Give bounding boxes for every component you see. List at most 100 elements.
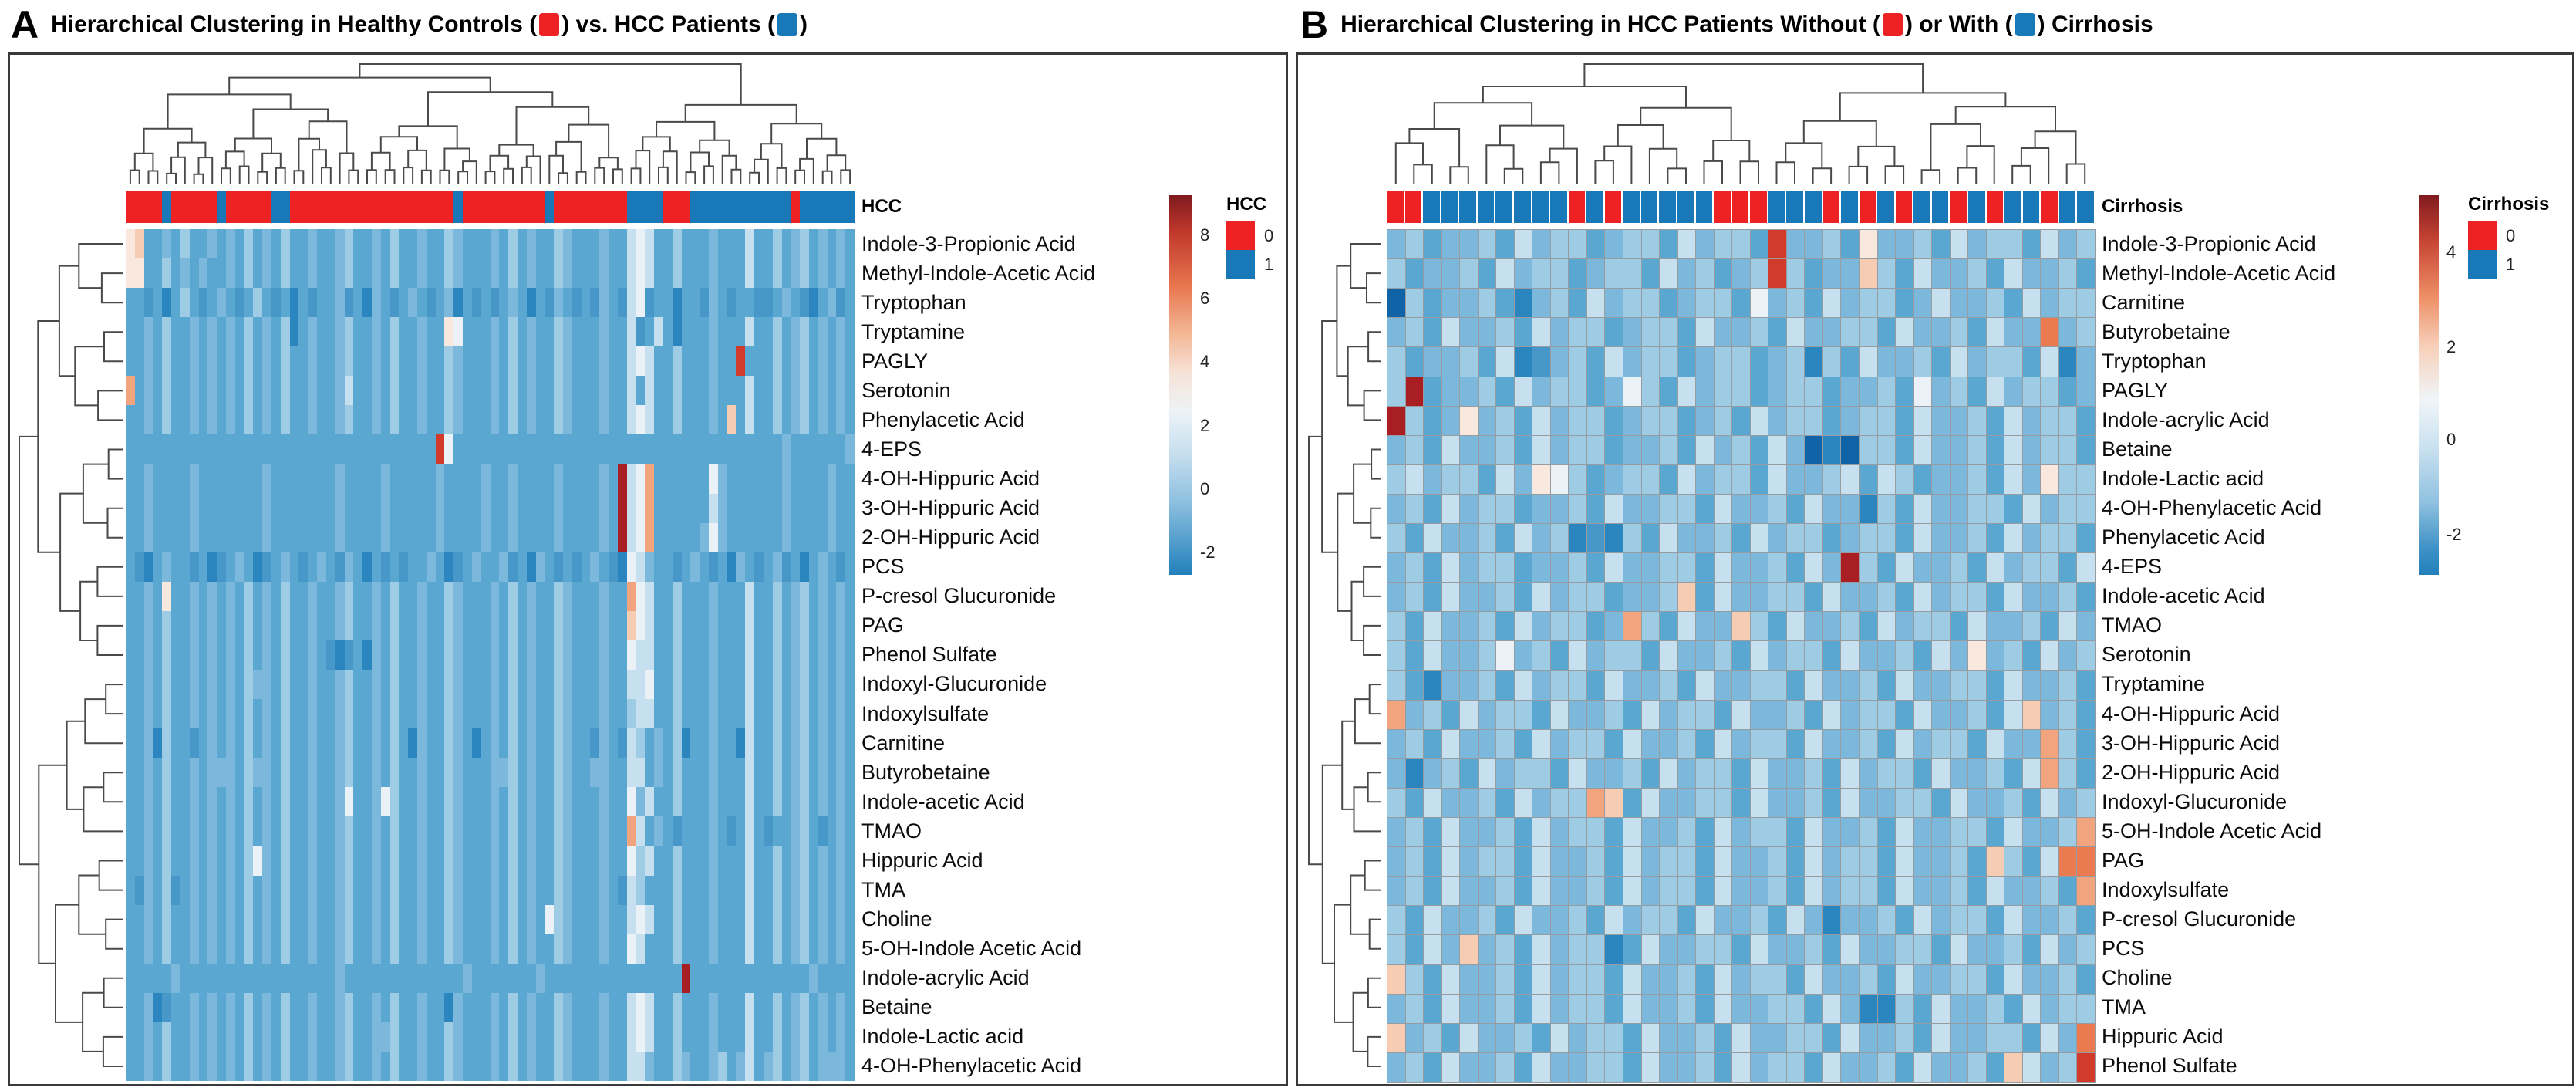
heatmap-cell bbox=[700, 434, 709, 464]
heatmap-cell bbox=[244, 992, 254, 1022]
heatmap-cell bbox=[1750, 847, 1768, 877]
heatmap-cell bbox=[225, 963, 235, 993]
heatmap-cell bbox=[1877, 583, 1896, 612]
heatmap-cell bbox=[727, 258, 737, 289]
heatmap-cell bbox=[1786, 877, 1805, 906]
heatmap-cell bbox=[1478, 700, 1496, 729]
heatmap-cell bbox=[1660, 994, 1677, 1023]
heatmap-cell bbox=[371, 464, 381, 494]
heatmap-cell bbox=[1623, 877, 1641, 906]
heatmap-cell bbox=[526, 934, 536, 964]
annotation-cell bbox=[717, 191, 727, 223]
heatmap-cell bbox=[453, 699, 464, 729]
heatmap-cell bbox=[189, 405, 199, 435]
heatmap-cell bbox=[162, 758, 172, 788]
heatmap-cell bbox=[681, 522, 691, 552]
heatmap-cell bbox=[2004, 877, 2022, 906]
heatmap-cell bbox=[808, 493, 818, 523]
heatmap-cell bbox=[1805, 230, 1822, 259]
heatmap-cell bbox=[709, 846, 718, 876]
heatmap-cell bbox=[1913, 1052, 1932, 1082]
heatmap-cell bbox=[599, 992, 609, 1022]
heatmap-cell bbox=[380, 1051, 390, 1081]
heatmap-cell bbox=[1877, 994, 1896, 1023]
colorbar-tick-label: 8 bbox=[1200, 225, 1210, 245]
heatmap-cell bbox=[325, 229, 335, 259]
heatmap-cell bbox=[845, 963, 855, 993]
heatmap-cell bbox=[1496, 612, 1514, 641]
heatmap-cell bbox=[1641, 347, 1660, 377]
heatmap-cell bbox=[808, 992, 818, 1022]
heatmap-cell bbox=[399, 288, 409, 318]
heatmap-cell bbox=[617, 904, 627, 934]
heatmap-cell bbox=[1460, 729, 1478, 758]
heatmap-cell bbox=[435, 346, 445, 377]
heatmap-cell bbox=[1586, 758, 1605, 788]
heatmap-cell bbox=[1841, 758, 1859, 788]
heatmap-cell bbox=[808, 346, 818, 377]
heatmap-cell bbox=[681, 758, 691, 788]
heatmap-cell bbox=[672, 846, 682, 876]
heatmap-cell bbox=[654, 816, 663, 846]
panel-a-title-text: Hierarchical Clustering in Healthy Contr… bbox=[51, 12, 808, 37]
heatmap-cell bbox=[836, 787, 846, 817]
heatmap-cell bbox=[1968, 847, 1986, 877]
heatmap-cell bbox=[526, 522, 536, 552]
heatmap-cell bbox=[471, 229, 481, 259]
heatmap-cell bbox=[754, 846, 764, 876]
heatmap-cell bbox=[563, 434, 572, 464]
annotation-cell bbox=[207, 191, 217, 223]
metabolite-row-label: Butyrobetaine bbox=[2102, 319, 2230, 343]
heatmap-cell bbox=[517, 346, 527, 377]
heatmap-cell bbox=[371, 963, 381, 993]
heatmap-cell bbox=[162, 229, 172, 259]
heatmap-cell bbox=[426, 875, 436, 905]
heatmap-cell bbox=[143, 875, 153, 905]
legend-swatch-1 bbox=[2468, 250, 2497, 279]
heatmap-cell bbox=[1860, 877, 1877, 906]
heatmap-cell bbox=[325, 816, 335, 846]
heatmap-cell bbox=[253, 317, 263, 347]
heatmap-cell bbox=[499, 699, 509, 729]
heatmap-cell bbox=[399, 846, 409, 876]
heatmap-cell bbox=[435, 1022, 445, 1052]
heatmap-cell bbox=[499, 758, 509, 788]
annotation-cell bbox=[2041, 191, 2058, 223]
heatmap-cell bbox=[791, 670, 801, 700]
heatmap-cell bbox=[609, 346, 618, 377]
heatmap-cell bbox=[471, 1051, 481, 1081]
heatmap-cell bbox=[526, 346, 536, 377]
heatmap-cell bbox=[353, 405, 363, 435]
heatmap-cell bbox=[1424, 729, 1441, 758]
heatmap-cell bbox=[800, 405, 809, 435]
heatmap-cell bbox=[1605, 906, 1623, 935]
heatmap-cell bbox=[1950, 847, 1968, 877]
legend-swatch-0 bbox=[2468, 221, 2497, 250]
heatmap-cell bbox=[417, 610, 427, 640]
heatmap-cell bbox=[1768, 259, 1786, 289]
heatmap-cell bbox=[1569, 906, 1586, 935]
heatmap-cell bbox=[736, 405, 746, 435]
heatmap-cell bbox=[444, 846, 454, 876]
heatmap-cell bbox=[234, 258, 244, 289]
heatmap-cell bbox=[380, 346, 390, 377]
colorbar-tick-label: 4 bbox=[1200, 352, 1210, 371]
heatmap-cell bbox=[609, 317, 618, 347]
heatmap-cell bbox=[717, 934, 727, 964]
heatmap-cell bbox=[389, 934, 400, 964]
heatmap-cell bbox=[709, 728, 718, 758]
metabolite-row-label: 2-OH-Hippuric Acid bbox=[2102, 760, 2281, 784]
heatmap-cell bbox=[234, 405, 244, 435]
heatmap-cell bbox=[517, 434, 527, 464]
heatmap-cell bbox=[325, 405, 335, 435]
heatmap-cell bbox=[599, 288, 609, 318]
heatmap-cell bbox=[171, 376, 180, 406]
heatmap-cell bbox=[563, 758, 572, 788]
annotation-cell bbox=[1550, 191, 1567, 223]
heatmap-cell bbox=[162, 787, 172, 817]
heatmap-cell bbox=[1822, 758, 1841, 788]
heatmap-cell bbox=[1405, 406, 1424, 435]
heatmap-cell bbox=[1424, 289, 1441, 318]
heatmap-cell bbox=[681, 992, 691, 1022]
metabolite-row-label: 4-OH-Phenylacetic Acid bbox=[861, 1054, 1082, 1078]
